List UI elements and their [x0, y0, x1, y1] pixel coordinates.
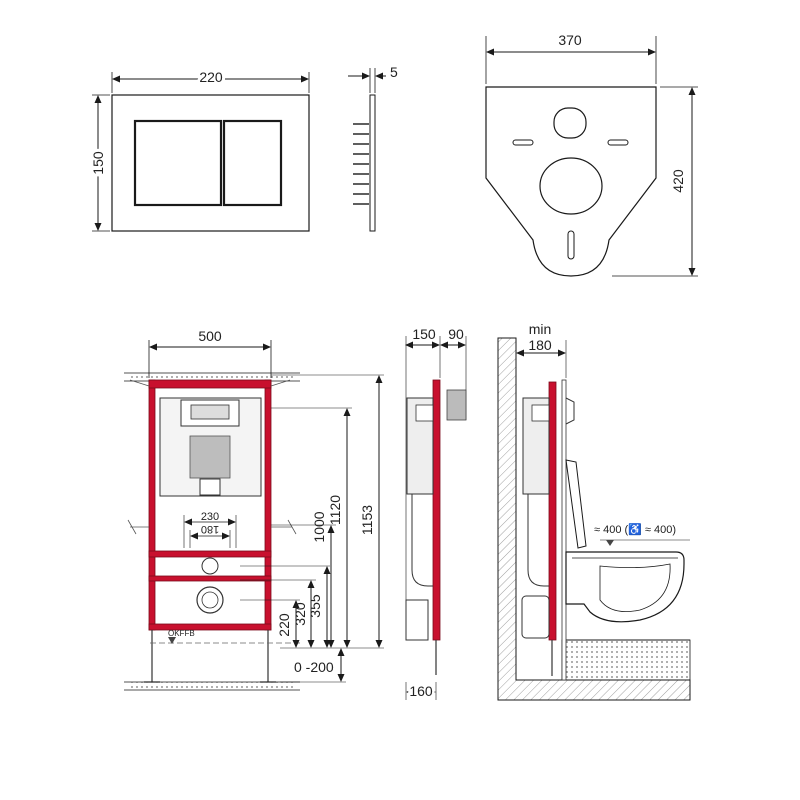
frame-lower-rail: [148, 575, 272, 582]
dim-label-160-depth: 160: [409, 683, 433, 699]
dim-label-5: 5: [390, 64, 398, 80]
installation-section-view: min 180 ≈ 400 (♿ ≈ 400): [497, 321, 691, 701]
frame-front-view: OKFFB 500 230 180 1153 1120 1000 1000: [124, 328, 384, 691]
floor-level-symbol: [168, 637, 176, 644]
section-wall-panel: [561, 379, 567, 681]
dim-label-0-200: 0 -200: [294, 659, 334, 675]
cistern-outlet: [199, 478, 221, 496]
flush-plate-outline: [111, 94, 310, 232]
dim-label-1153: 1153: [359, 505, 375, 535]
dim-label-355: 355: [307, 594, 323, 618]
frame-side-view: 150 90 160: [405, 326, 467, 702]
side-wall-bracket: [446, 389, 467, 421]
sound-insulation-plate: 370 420: [485, 32, 698, 277]
frame-upright-right: [264, 379, 272, 631]
floor-mark-label: OKFFB: [168, 629, 195, 638]
dim-label-220-height: 220: [276, 613, 292, 637]
side-frame-upright: [432, 379, 441, 641]
dim-label-180: 180: [201, 523, 219, 535]
flush-pipe-connection: [201, 557, 219, 575]
min-label: min: [529, 321, 552, 337]
flush-valve: [190, 404, 230, 420]
frame-upright-left: [148, 379, 156, 631]
dim-label-230: 230: [201, 511, 219, 523]
frame-legs: [144, 630, 276, 683]
wc-seat-cover: [565, 459, 587, 549]
section-frame-upright: [548, 381, 557, 641]
dim-label-1120: 1120: [327, 495, 343, 525]
dim-label-500: 500: [198, 328, 222, 344]
cistern-label: [189, 435, 231, 479]
seat-height-label: ≈ 400 (♿ ≈ 400): [594, 523, 676, 536]
flush-plate-side-profile: [369, 94, 376, 232]
dim-label-1000-visible: 1000: [311, 511, 327, 542]
dim-label-220: 220: [199, 69, 223, 85]
side-waste-pipe: [405, 599, 429, 641]
dim-label-150-depth: 150: [412, 326, 436, 342]
dim-label-150: 150: [90, 151, 106, 175]
dim-label-420: 420: [670, 169, 686, 193]
insulation-plate-top-hole: [553, 107, 587, 139]
flush-button-small: [222, 119, 283, 207]
insulation-plate-slot-right: [607, 139, 629, 146]
frame-top-rail: [148, 379, 272, 389]
waste-pipe-connection: [196, 586, 224, 614]
dim-label-370: 370: [558, 32, 582, 48]
floor-screed: [561, 639, 691, 681]
insulation-plate-slot-bottom: [567, 230, 575, 260]
side-flush-pipe: [411, 494, 433, 587]
dim-label-320: 320: [292, 602, 308, 626]
frame-middle-rail: [148, 550, 272, 558]
insulation-plate-slot-left: [512, 139, 534, 146]
dim-label-90-depth: 90: [448, 326, 464, 342]
flush-button-large: [133, 119, 223, 207]
insulation-plate-main-hole: [539, 157, 603, 215]
wall-hung-wc: [565, 551, 685, 623]
insulation-plate-outline: [485, 86, 657, 277]
flush-plate-front-view: 220 150: [87, 66, 310, 232]
min-value-label: 180: [528, 337, 552, 353]
flush-plate-side-view: 5: [348, 64, 398, 232]
frame-bottom-rail: [148, 623, 272, 631]
